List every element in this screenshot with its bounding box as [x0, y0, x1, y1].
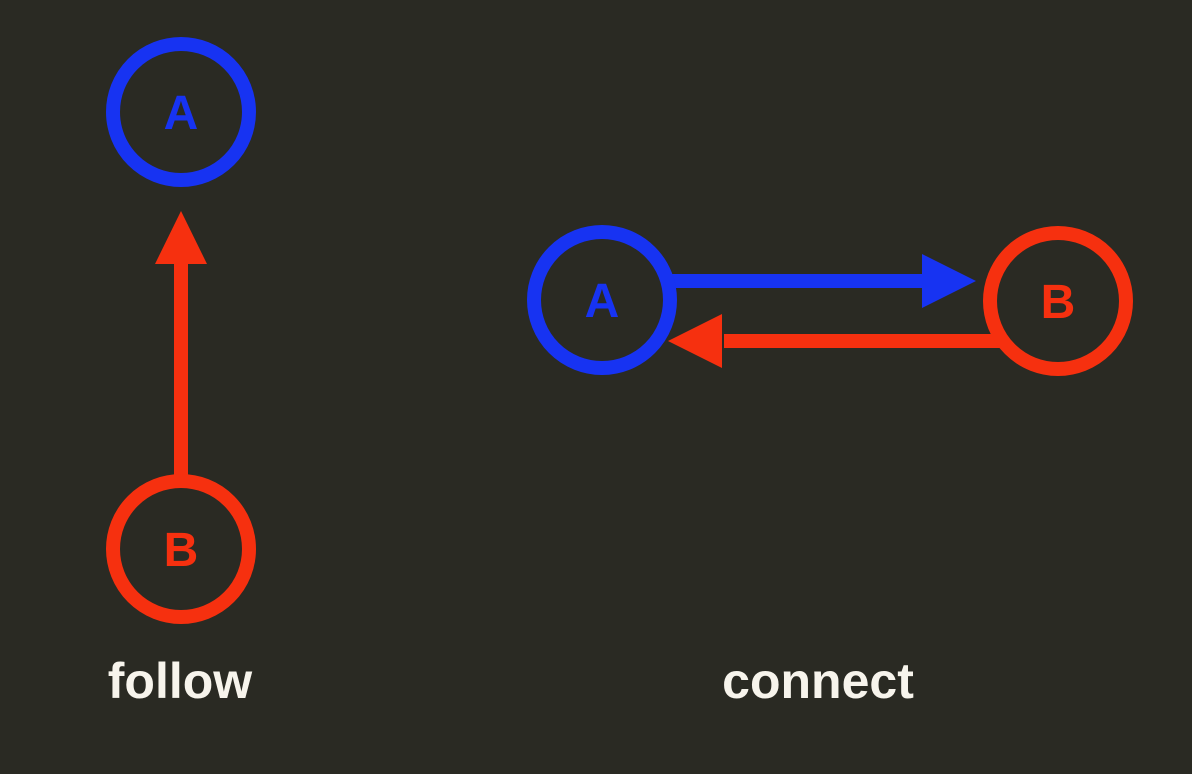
connect-caption: connect — [722, 653, 914, 709]
follow-arrow-head-up-icon — [155, 211, 207, 264]
connect-arrow-head-right-icon — [922, 254, 976, 308]
connect-node-a-label: A — [585, 275, 620, 328]
connect-diagram: A B connect — [527, 225, 1133, 709]
connect-node-b-label: B — [1041, 276, 1076, 329]
follow-diagram: A B follow — [106, 37, 256, 709]
follow-caption: follow — [108, 653, 253, 709]
follow-node-a-circle — [106, 37, 256, 187]
connect-node-b-circle — [983, 226, 1133, 376]
follow-node-a-label: A — [164, 87, 199, 140]
connect-node-a-circle — [527, 225, 677, 375]
follow-node-b-circle — [106, 474, 256, 624]
connect-arrow-head-left-icon — [668, 314, 722, 368]
follow-node-b-label: B — [164, 524, 199, 577]
